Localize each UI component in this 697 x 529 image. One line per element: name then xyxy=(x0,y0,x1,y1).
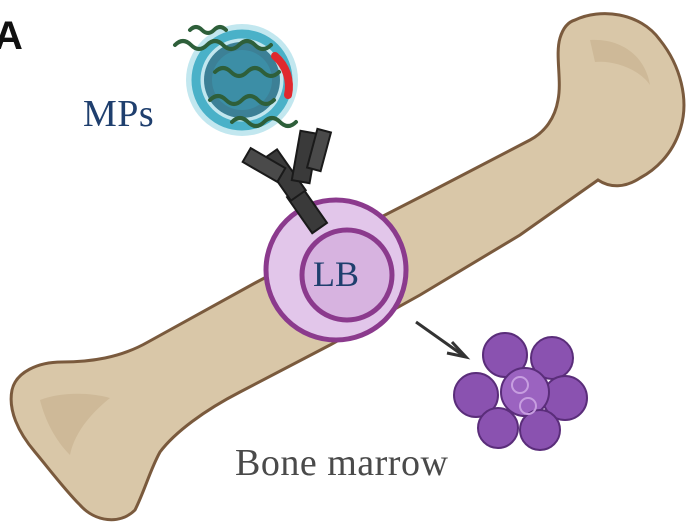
panel-letter: A xyxy=(0,14,23,59)
mps-label: MPs xyxy=(83,92,154,136)
bone-marrow-cluster-icon xyxy=(454,333,587,450)
arrow-icon xyxy=(416,322,466,357)
bone-marrow-label: Bone marrow xyxy=(235,441,448,485)
lb-label: LB xyxy=(313,253,359,295)
microparticle-icon xyxy=(175,24,298,136)
